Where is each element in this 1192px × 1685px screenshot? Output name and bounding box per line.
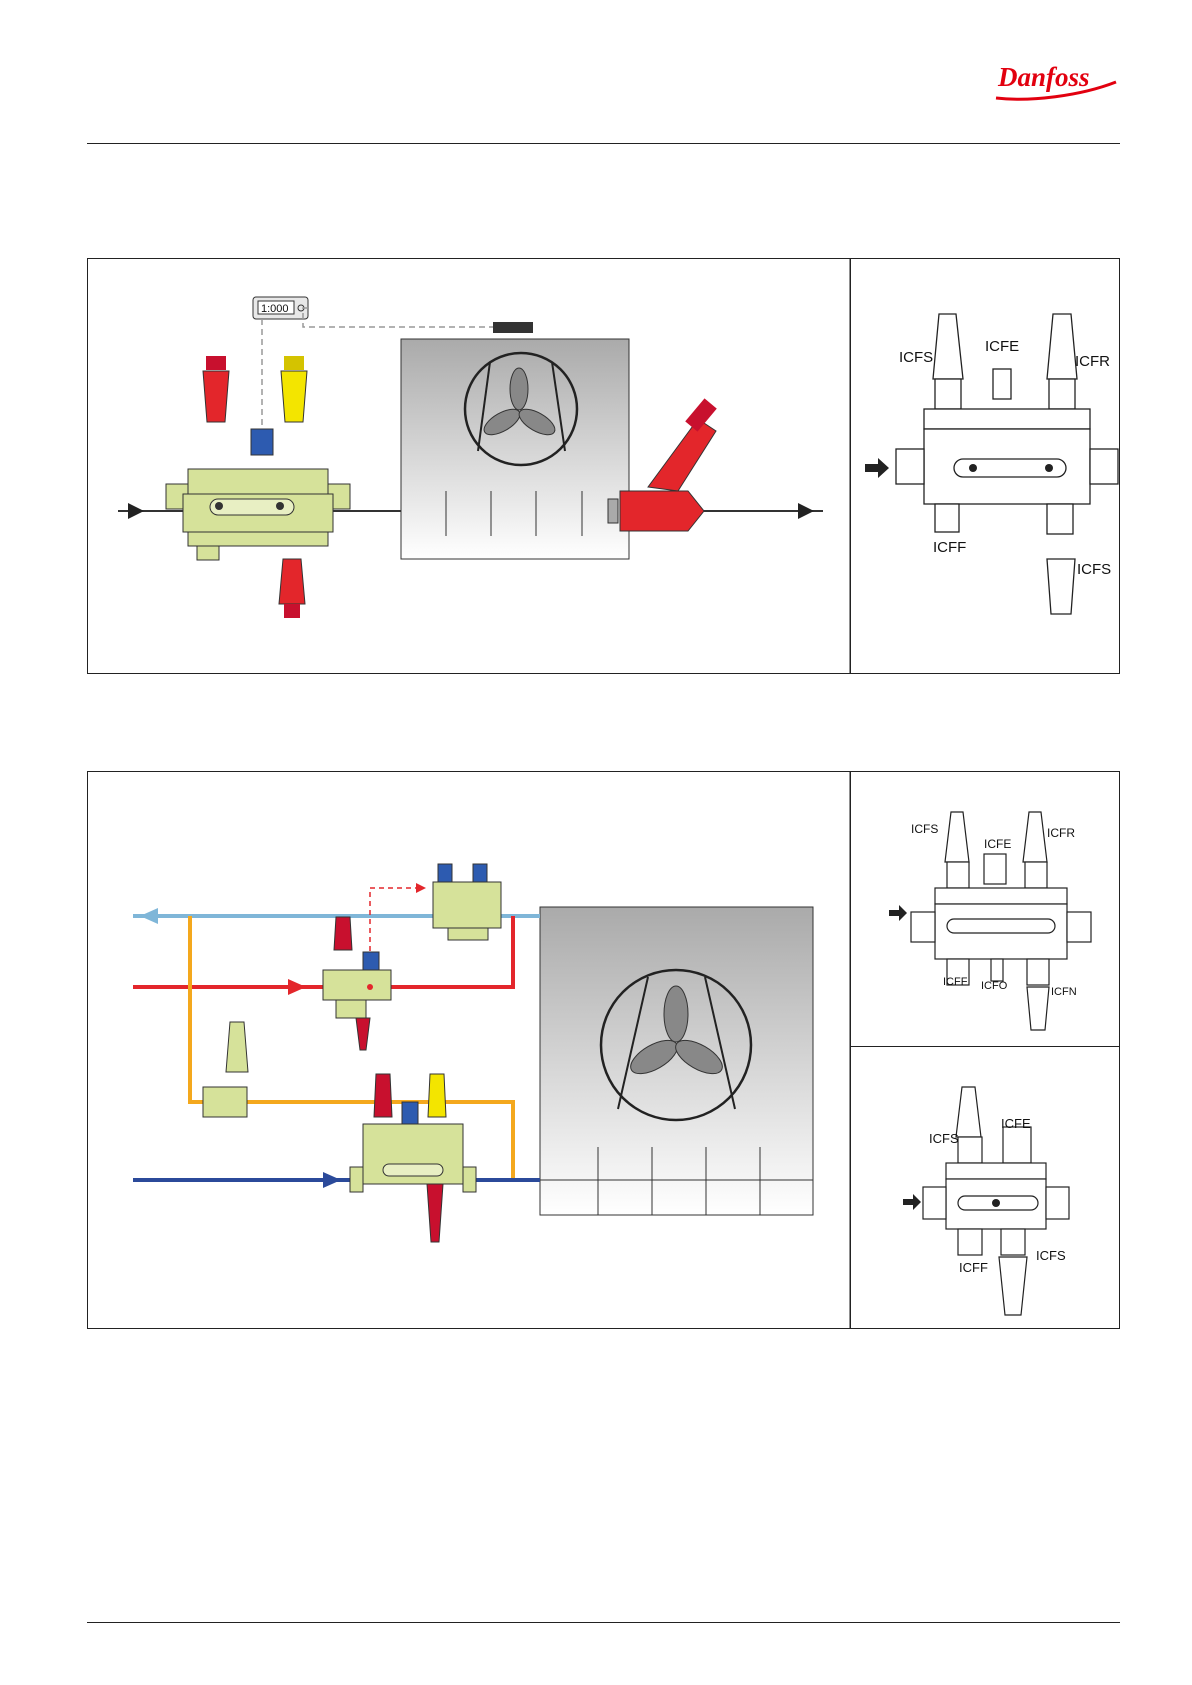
flow-arrow-out [798, 503, 814, 519]
label-icfe: ICFE [985, 338, 1019, 355]
label-icff-b: ICFF [959, 1260, 988, 1275]
controller-readout: 1:000 [261, 303, 289, 315]
label-icfs-b-top: ICFS [929, 1131, 959, 1146]
icf-valve-station [166, 356, 350, 618]
danfoss-logo: Danfoss [990, 52, 1120, 104]
label-icfo-a: ICFO [981, 980, 1008, 992]
label-icfn-a: ICFN [1051, 986, 1077, 998]
label-icff: ICFF [933, 539, 966, 556]
controller-display: 1:000 [253, 297, 308, 319]
suction-valve-station [433, 864, 501, 940]
diagram-2-schematic [87, 771, 851, 1329]
flow-arrow-in [128, 503, 144, 519]
label-icfs-top: ICFS [899, 349, 933, 366]
label-icfs-a: ICFS [911, 822, 938, 836]
legend-flow-arrow [865, 458, 889, 478]
evaporator-unit [401, 339, 629, 559]
label-icfs-b-bottom: ICFS [1036, 1248, 1066, 1263]
signal-line [303, 308, 508, 327]
label-icff-a: ICFF [943, 976, 968, 988]
hot-gas-valve-station [323, 917, 391, 1050]
evaporator-unit [540, 907, 813, 1215]
diagram-2-legend-a: ICFS ICFE ICFR ICFF ICFO ICFN [850, 771, 1120, 1047]
label-icfr: ICFR [1075, 353, 1110, 370]
liquid-valve-station [350, 1074, 476, 1242]
label-icfe-a: ICFE [984, 837, 1011, 851]
drain-valve [203, 1022, 248, 1117]
logo-text: Danfoss [997, 62, 1090, 92]
diagram-1-schematic: 1:000 [87, 258, 851, 674]
label-icfe-b: ICFE [1001, 1116, 1031, 1131]
label-icfr-a: ICFR [1047, 826, 1075, 840]
sensor [493, 322, 533, 333]
diagram-2-legend-b: ICFS ICFE ICFF ICFS [850, 1046, 1120, 1329]
label-icfs-bottom: ICFS [1077, 561, 1111, 578]
diagram-1-legend: ICFS ICFE ICFR ICFF ICFS [850, 258, 1120, 674]
header-rule [87, 143, 1120, 144]
footer-rule [87, 1622, 1120, 1623]
